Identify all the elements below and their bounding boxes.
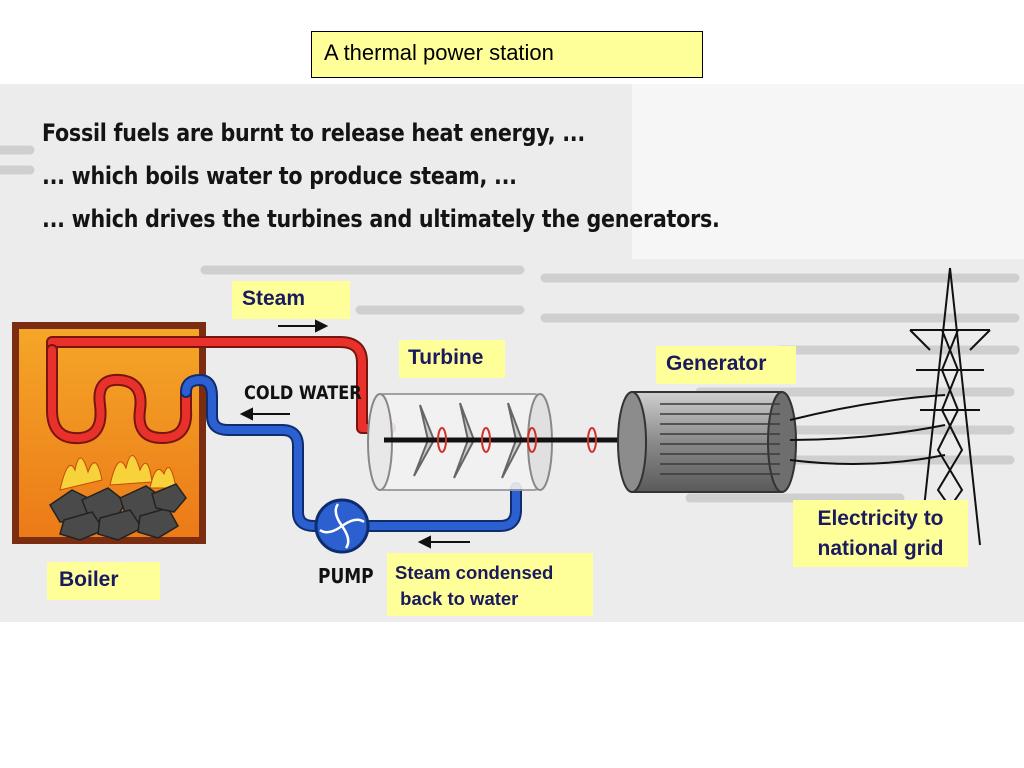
slide-title: A thermal power station (311, 31, 703, 78)
steam-condensed-label: Steam condensed back to water (387, 553, 593, 616)
boiler-label: Boiler (47, 562, 160, 600)
power-cables (789, 394, 946, 465)
turbine-label: Turbine (399, 340, 505, 378)
flow-arrows (239, 319, 470, 549)
caption-line-2: ... which boils water to produce steam, … (42, 162, 517, 190)
generator-label: Generator (656, 346, 796, 384)
steam-label: Steam (232, 281, 350, 319)
coal-fire-icon (48, 455, 187, 541)
caption-line-3: ... which drives the turbines and ultima… (42, 205, 720, 233)
pump-text: PUMP (318, 564, 374, 588)
electricity-pylon-icon (909, 267, 991, 546)
electricity-to-grid-label: Electricity to national grid (793, 500, 968, 567)
cold-water-text: COLD WATER (244, 382, 362, 404)
cold-water-pipe (180, 374, 522, 532)
turbine-icon (367, 393, 640, 491)
caption-text: Fossil fuels are burnt to release heat e… (42, 112, 720, 241)
caption-line-1: Fossil fuels are burnt to release heat e… (42, 119, 585, 147)
scan-blank-area (632, 84, 1024, 259)
hot-steam-pipe (46, 336, 396, 445)
generator-icon (617, 391, 797, 493)
pump-icon (314, 498, 370, 554)
